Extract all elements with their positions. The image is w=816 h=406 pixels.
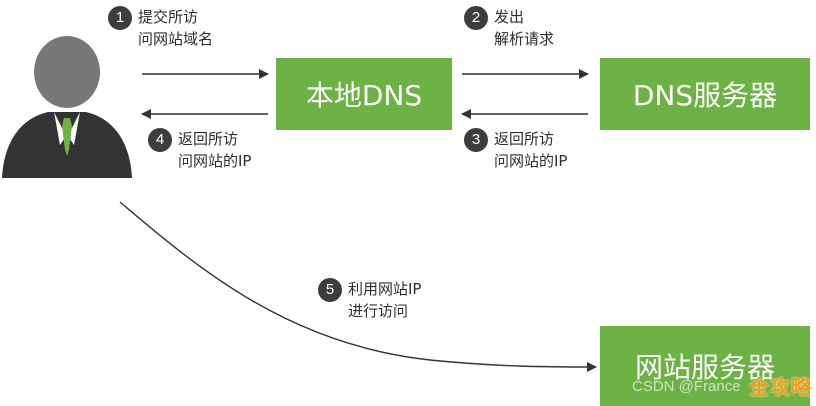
step-3-label: 3 返回所访 问网站的IP	[464, 128, 567, 172]
step-2-line-1: 发出	[494, 8, 525, 26]
step-1-label: 1 提交所访 问网站域名	[108, 6, 213, 50]
step-2-label: 2 发出 解析请求	[464, 6, 554, 50]
step-1-line-2: 问网站域名	[138, 30, 214, 48]
local-dns-box: 本地DNS	[276, 58, 452, 130]
step-4-line-1: 返回所访	[178, 130, 239, 148]
step-5-badge: 5	[318, 278, 342, 302]
step-4-line-2: 问网站的IP	[178, 152, 252, 170]
step-5-line-2: 进行访问	[348, 302, 409, 320]
step-2-badge: 2	[464, 6, 488, 30]
person-icon	[2, 36, 132, 178]
step-3-line-2: 问网站的IP	[494, 152, 568, 170]
step-5-line-1: 利用网站IP	[348, 280, 422, 298]
step-5-label: 5 利用网站IP 进行访问	[318, 278, 421, 322]
arrow-step-5	[119, 201, 597, 372]
step-4-label: 4 返回所访 问网站的IP	[148, 128, 251, 172]
step-1-line-1: 提交所访	[138, 8, 199, 26]
step-3-line-1: 返回所访	[494, 130, 555, 148]
step-3-badge: 3	[464, 128, 488, 152]
dns-server-box: DNS服务器	[600, 58, 810, 130]
csdn-watermark: CSDN @France	[632, 378, 741, 395]
step-2-line-2: 解析请求	[494, 30, 555, 48]
corner-logo: 全攻略	[749, 375, 812, 399]
step-1-badge: 1	[108, 6, 132, 30]
web-server-box: 网站服务器	[600, 326, 810, 406]
step-4-badge: 4	[148, 128, 172, 152]
